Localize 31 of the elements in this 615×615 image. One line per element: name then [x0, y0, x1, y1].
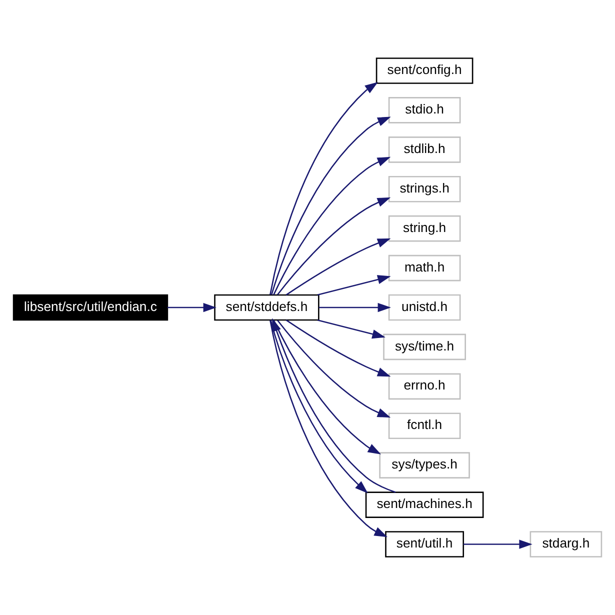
node-box: fcntl.h	[388, 412, 461, 440]
arrow	[276, 320, 391, 418]
arrow	[270, 116, 391, 295]
node-box: stdarg.h	[530, 531, 602, 558]
node-box: stdlib.h	[388, 136, 461, 163]
node-box: unistd.h	[388, 294, 461, 321]
arrow	[270, 320, 368, 494]
node-box: sent/stddefs.h	[214, 294, 320, 321]
arrow	[273, 156, 391, 296]
arrow	[463, 540, 532, 549]
node-box: sent/config.h	[376, 58, 474, 84]
node-box: math.h	[388, 254, 461, 282]
arrow	[318, 302, 391, 312]
node-box: sent/machines.h	[365, 492, 484, 518]
arrow	[167, 302, 216, 312]
arrow	[317, 275, 391, 296]
arrow	[276, 197, 391, 296]
node-box: strings.h	[388, 176, 461, 202]
arrow	[286, 238, 391, 296]
node-box: errno.h	[388, 373, 461, 400]
node-box: stdio.h	[388, 97, 461, 124]
arrow	[270, 320, 388, 538]
arrow	[273, 320, 382, 454]
arrow	[286, 320, 391, 377]
node-box: sent/util.h	[385, 531, 464, 558]
node-box: sys/time.h	[383, 334, 466, 360]
arrow	[317, 319, 386, 339]
node-box: sys/types.h	[379, 452, 470, 478]
node-box: string.h	[388, 215, 461, 242]
arrow	[270, 82, 378, 295]
node-box: libsent/src/util/endian.c	[12, 294, 168, 321]
